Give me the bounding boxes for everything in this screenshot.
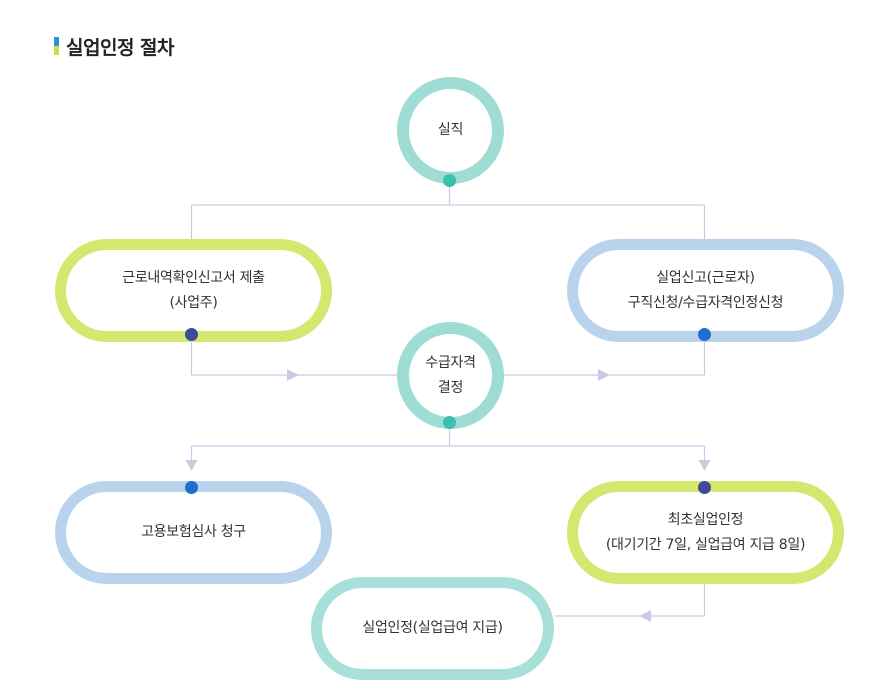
node-label: (대기기간 7일, 실업급여 지급 8일) [605,536,806,553]
connector-dot [698,328,711,341]
node-label: 구직신청/수급자격인정신청 [627,294,784,311]
section-heading: 실업인정 절차 [54,33,175,59]
arrow-down-icon [698,460,711,471]
node-label: 실업신고(근로자) [656,269,755,286]
connector-dot [185,481,198,494]
node-label: 결정 [437,379,464,396]
node-recognition: 실업인정(실업급여 지급) [311,577,554,680]
arrow-left-icon [639,610,651,622]
section-title: 실업인정 절차 [66,36,175,59]
connector-dot [698,481,711,494]
arrow-right-icon [287,369,299,381]
node-label: (사업주) [169,294,218,311]
heading-marker-icon [54,37,59,55]
node-label: 근로내역확인신고서 제출 [122,269,265,286]
node-employer-report: 근로내역확인신고서 제출 (사업주) [55,239,332,342]
node-worker-report: 실업신고(근로자) 구직신청/수급자격인정신청 [567,239,844,342]
node-label: 수급자격 [425,354,476,371]
connector-dot [443,174,456,187]
node-review-request: 고용보험심사 청구 [55,481,332,584]
connector-dot [185,328,198,341]
node-eligibility: 수급자격 결정 [397,322,504,429]
node-job-loss: 실직 [397,77,504,184]
connector-dot [443,416,456,429]
node-label: 고용보험심사 청구 [141,524,246,540]
node-label: 실직 [437,122,464,138]
node-label: 실업인정(실업급여 지급) [362,620,503,636]
node-label: 최초실업인정 [667,511,744,528]
node-first-recognition: 최초실업인정 (대기기간 7일, 실업급여 지급 8일) [567,481,844,584]
arrow-right-icon [598,369,610,381]
arrow-down-icon [185,460,198,471]
